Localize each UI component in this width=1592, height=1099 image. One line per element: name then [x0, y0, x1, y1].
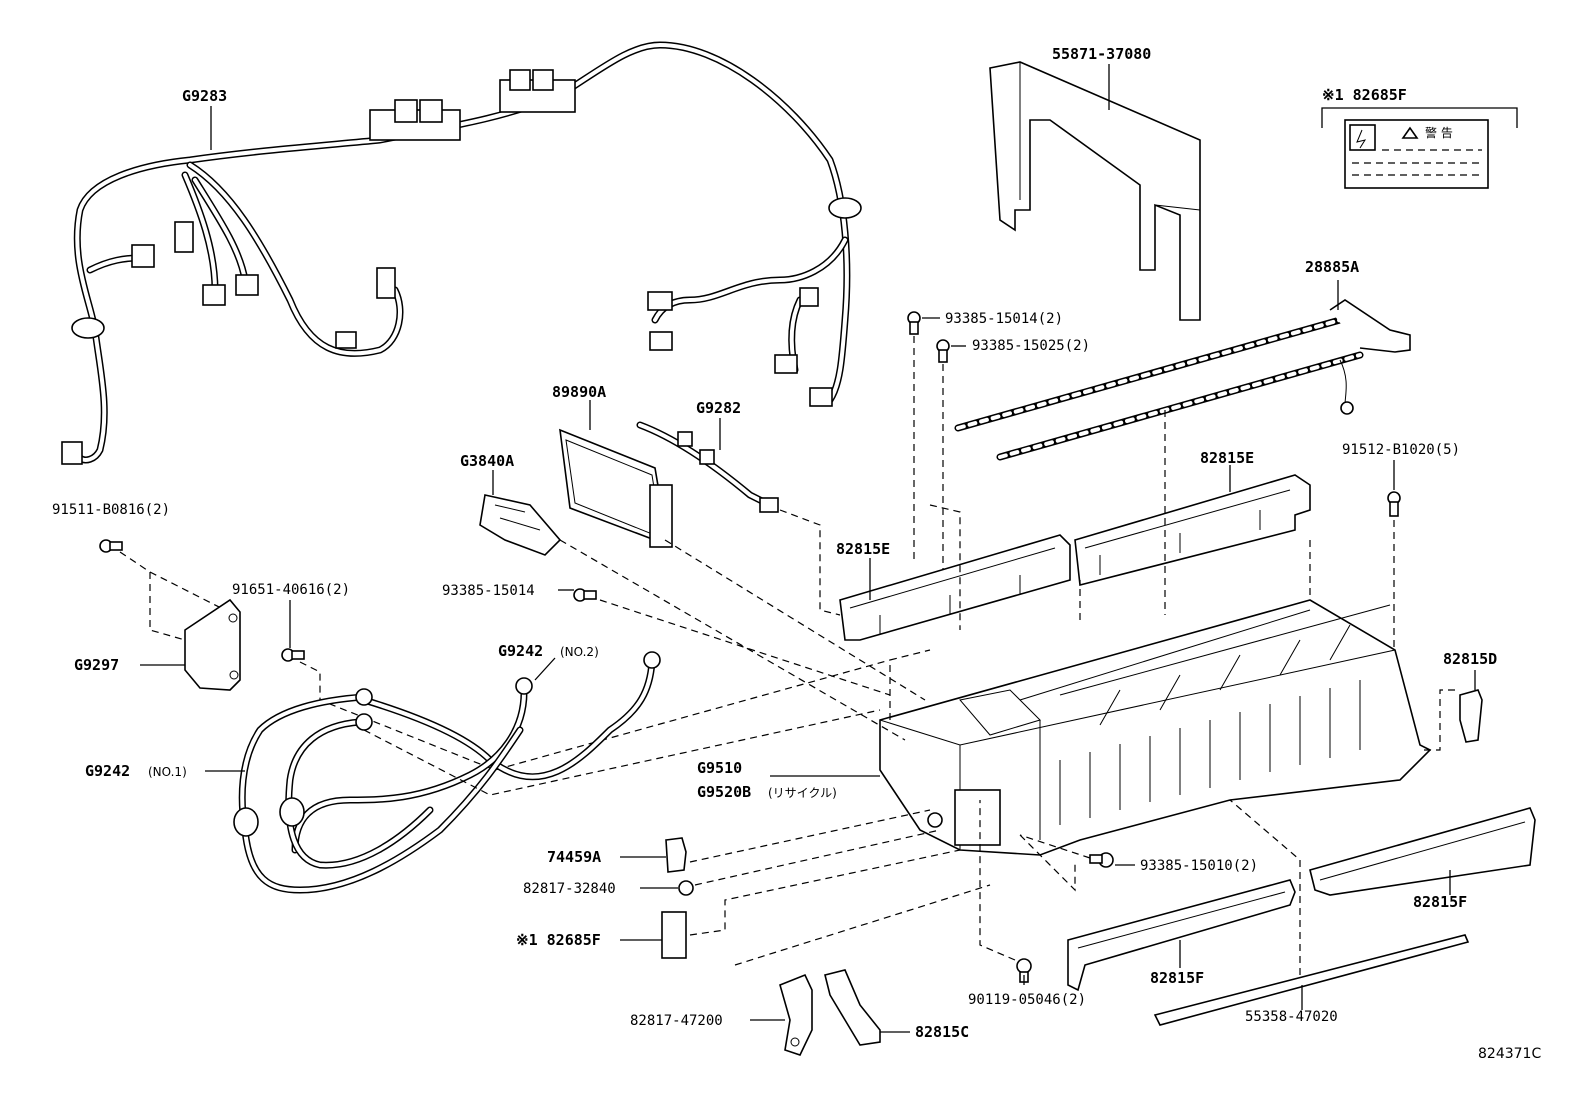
- screw-93385-15014[interactable]: [907, 311, 921, 335]
- bracket-82815d[interactable]: [1459, 689, 1483, 743]
- label-93385-15014: 93385-15014: [442, 583, 535, 599]
- label-82815f-center: 82815F: [1150, 969, 1204, 987]
- label-g9242-no2: G9242: [498, 642, 543, 660]
- label-93385-15025-2: 93385-15025(2): [972, 338, 1090, 354]
- label-g9242-no1-note: (NO.1): [148, 765, 187, 779]
- strip-55358-47020[interactable]: [1153, 934, 1470, 1026]
- label-90119-05046-2: 90119-05046(2): [968, 992, 1086, 1008]
- label-55358-47020: 55358-47020: [1245, 1009, 1338, 1025]
- label-91651-40616-2: 91651-40616(2): [232, 582, 350, 598]
- rail-82815f-right[interactable]: [1309, 807, 1536, 896]
- wire-g9282[interactable]: [636, 421, 779, 513]
- label-82817-47200: 82817-47200: [630, 1013, 723, 1029]
- screw-91651-40616[interactable]: [281, 648, 305, 662]
- bracket-82817-47200[interactable]: [779, 973, 813, 1056]
- bracket-g9297[interactable]: [184, 598, 241, 691]
- cable-g9242-no2[interactable]: [291, 651, 661, 854]
- screw-93385-15025[interactable]: [936, 339, 950, 363]
- label-93385-15010-2: 93385-15010(2): [1140, 858, 1258, 874]
- bus-bar-28885a[interactable]: [954, 299, 1411, 461]
- wire-harness-g9283[interactable]: [61, 41, 862, 465]
- diagram-code: 824371C: [1478, 1046, 1541, 1062]
- label-g9520b: G9520B: [697, 783, 751, 801]
- label-82815e-right: 82815E: [1200, 449, 1254, 467]
- label-89890a: 89890A: [552, 383, 606, 401]
- label-91512-b1020-5: 91512-B1020(5): [1342, 442, 1460, 458]
- label-93385-15014-2: 93385-15014(2): [945, 311, 1063, 327]
- bracket-55871-37080[interactable]: [989, 61, 1201, 321]
- screw-93385-15010[interactable]: [1089, 852, 1114, 868]
- cover-82815e-right[interactable]: [1074, 474, 1311, 587]
- label-g3840a: G3840A: [460, 452, 514, 470]
- warning-label-82685f: 警 告: [1321, 107, 1518, 189]
- battery-pack-g9510[interactable]: [879, 599, 1432, 856]
- label-g9520b-note: (リサイクル): [768, 786, 837, 800]
- label-g9242-no2-note: (NO.2): [560, 645, 599, 659]
- label-82815e-left: 82815E: [836, 540, 890, 558]
- cover-82815e-left[interactable]: [839, 534, 1071, 641]
- label-82815d: 82815D: [1443, 650, 1497, 668]
- label-plate-82685f[interactable]: [661, 911, 687, 959]
- cable-g9242-no1[interactable]: [233, 688, 524, 894]
- rail-82815f-center[interactable]: [1067, 879, 1296, 992]
- label-g9282: G9282: [696, 399, 741, 417]
- label-g9242-no1: G9242: [85, 762, 130, 780]
- label-74459a: 74459A: [547, 848, 601, 866]
- label-82685f-top: ※1 82685F: [1322, 86, 1407, 104]
- clip-82817-32840[interactable]: [678, 880, 694, 896]
- screw-93385-15014-single[interactable]: [573, 588, 597, 602]
- battery-ecu-89890a[interactable]: [559, 428, 673, 548]
- sensor-g3840a[interactable]: [479, 494, 562, 556]
- label-82815f-right: 82815F: [1413, 893, 1467, 911]
- label-91511-b0816-2: 91511-B0816(2): [52, 502, 170, 518]
- bolt-91512-b1020[interactable]: [1387, 491, 1401, 517]
- label-82685f-bottom: ※1 82685F: [516, 931, 601, 949]
- label-55871-37080: 55871-37080: [1052, 45, 1151, 63]
- label-g9510: G9510: [697, 759, 742, 777]
- warning-label-title: 警 告: [1425, 125, 1453, 140]
- label-28885a: 28885A: [1305, 258, 1359, 276]
- label-82817-32840: 82817-32840: [523, 881, 616, 897]
- bracket-82815c[interactable]: [824, 969, 881, 1046]
- label-g9297: G9297: [74, 656, 119, 674]
- screw-91511-b0816[interactable]: [99, 539, 123, 553]
- label-82815c: 82815C: [915, 1023, 969, 1041]
- clamp-74459a[interactable]: [665, 837, 687, 873]
- label-g9283: G9283: [182, 87, 227, 105]
